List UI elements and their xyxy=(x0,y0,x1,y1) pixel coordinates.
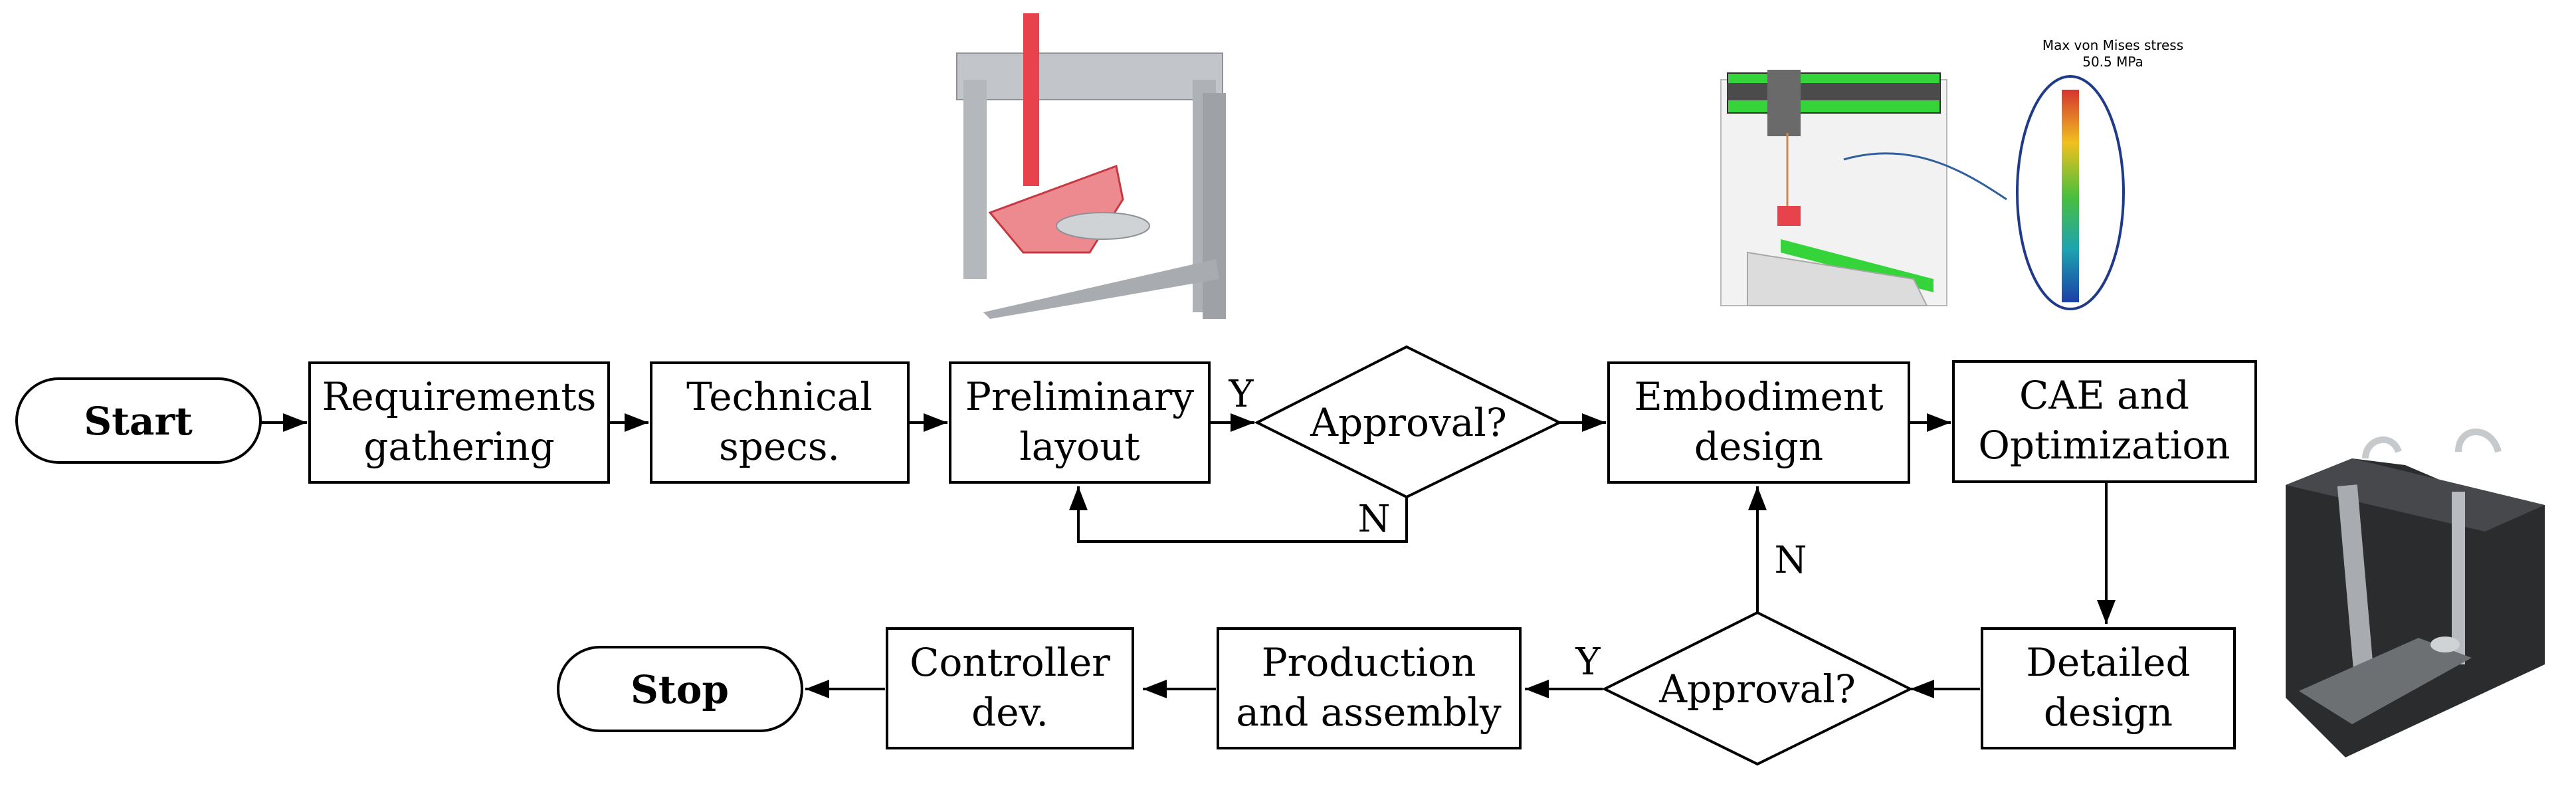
node-preliminary-line1: Preliminary xyxy=(965,374,1194,419)
final-machine-render-illustration xyxy=(2286,429,2545,757)
fea-caption-line1: Max von Mises stress xyxy=(2042,37,2183,53)
node-embodiment-design: Embodiment design xyxy=(1607,361,1910,484)
node-requirements-gathering: Requirements gathering xyxy=(308,361,610,484)
node-production-line1: Production xyxy=(1262,640,1476,685)
node-approval-1: Approval? xyxy=(1254,345,1563,499)
label-approval2-yes: Y xyxy=(1575,640,1601,684)
fea-caption-line2: 50.5 MPa xyxy=(2082,54,2143,70)
node-stop-label: Stop xyxy=(631,667,729,712)
node-controller-line2: dev. xyxy=(971,690,1048,735)
node-production-line2: and assembly xyxy=(1236,690,1502,735)
label-approval2-no: N xyxy=(1775,539,1807,582)
label-approval1-no: N xyxy=(1358,498,1391,541)
node-approval2-label: Approval? xyxy=(1658,666,1856,712)
node-embodiment-line2: design xyxy=(1694,424,1823,469)
node-cae-optimization: CAE and Optimization xyxy=(1952,360,2257,483)
node-start-label: Start xyxy=(84,399,193,444)
node-embodiment-line1: Embodiment xyxy=(1634,374,1883,419)
node-approval-2: Approval? xyxy=(1601,611,1914,766)
gantry-concept-illustration xyxy=(956,13,1226,319)
node-requirements-line2: gathering xyxy=(363,424,554,469)
node-detailed-design: Detailed design xyxy=(1981,627,2236,749)
node-controller-line1: Controller xyxy=(910,640,1110,685)
flow-edges xyxy=(260,413,2116,698)
node-controller-dev: Controller dev. xyxy=(886,627,1134,749)
node-cae-line1: CAE and xyxy=(2019,373,2189,418)
node-start: Start xyxy=(15,377,262,464)
node-preliminary-layout: Preliminary layout xyxy=(949,361,1211,484)
node-detailed-line2: design xyxy=(2044,690,2173,735)
node-preliminary-line2: layout xyxy=(1019,424,1139,469)
node-technical-specs: Technical specs. xyxy=(650,361,910,484)
node-approval1-label: Approval? xyxy=(1310,400,1507,445)
node-requirements-line1: Requirements xyxy=(322,374,597,419)
label-approval1-yes: Y xyxy=(1229,373,1254,416)
node-cae-line2: Optimization xyxy=(1978,423,2230,468)
node-technical-line1: Technical xyxy=(686,374,872,419)
node-stop: Stop xyxy=(557,646,803,732)
node-production-assembly: Production and assembly xyxy=(1217,627,1522,749)
fea-stress-model-illustration: Max von Mises stress 50.5 MPa xyxy=(1720,37,2183,310)
edge-approval1-no-loop xyxy=(1069,486,1408,543)
node-detailed-line1: Detailed xyxy=(2026,640,2190,685)
node-technical-line2: specs. xyxy=(719,424,840,469)
